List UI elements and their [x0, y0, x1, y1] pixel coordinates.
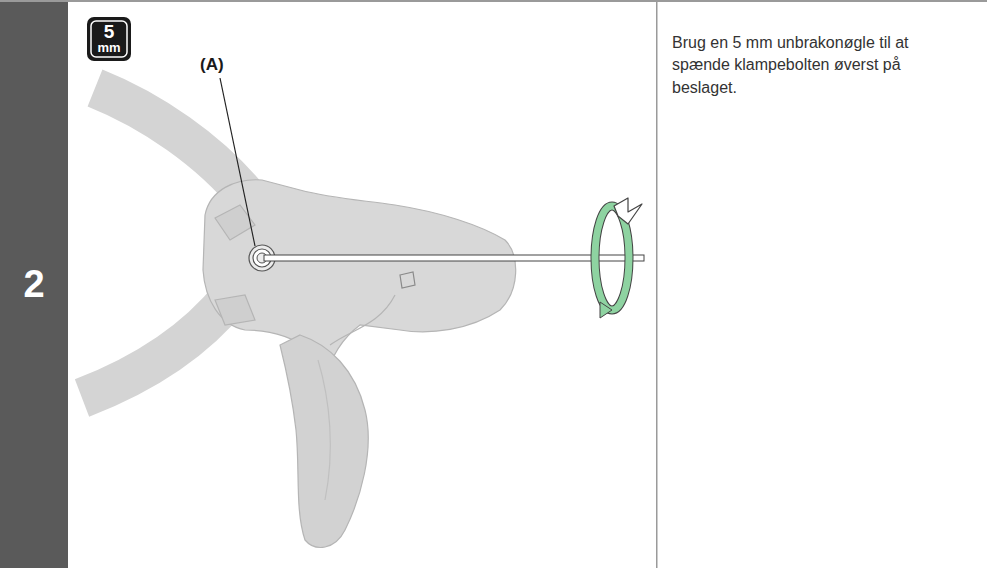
tool-icon: [87, 17, 131, 61]
column-rule: [656, 2, 658, 568]
rotation-arrow: [595, 198, 642, 318]
instruction-text: Brug en 5 mm unbrakonøgle til at spænde …: [672, 32, 967, 99]
leader-line: [220, 78, 255, 246]
step-number: 2: [23, 265, 44, 303]
icon-number: 5: [104, 22, 115, 41]
top-rule: [0, 0, 987, 2]
callout-letter: (A): [200, 56, 224, 73]
shift-lever: [203, 180, 516, 548]
hex-key: [264, 255, 644, 261]
icon-unit: mm: [97, 41, 120, 54]
step-band: [0, 2, 68, 568]
tool-icon-frame: [91, 21, 127, 57]
